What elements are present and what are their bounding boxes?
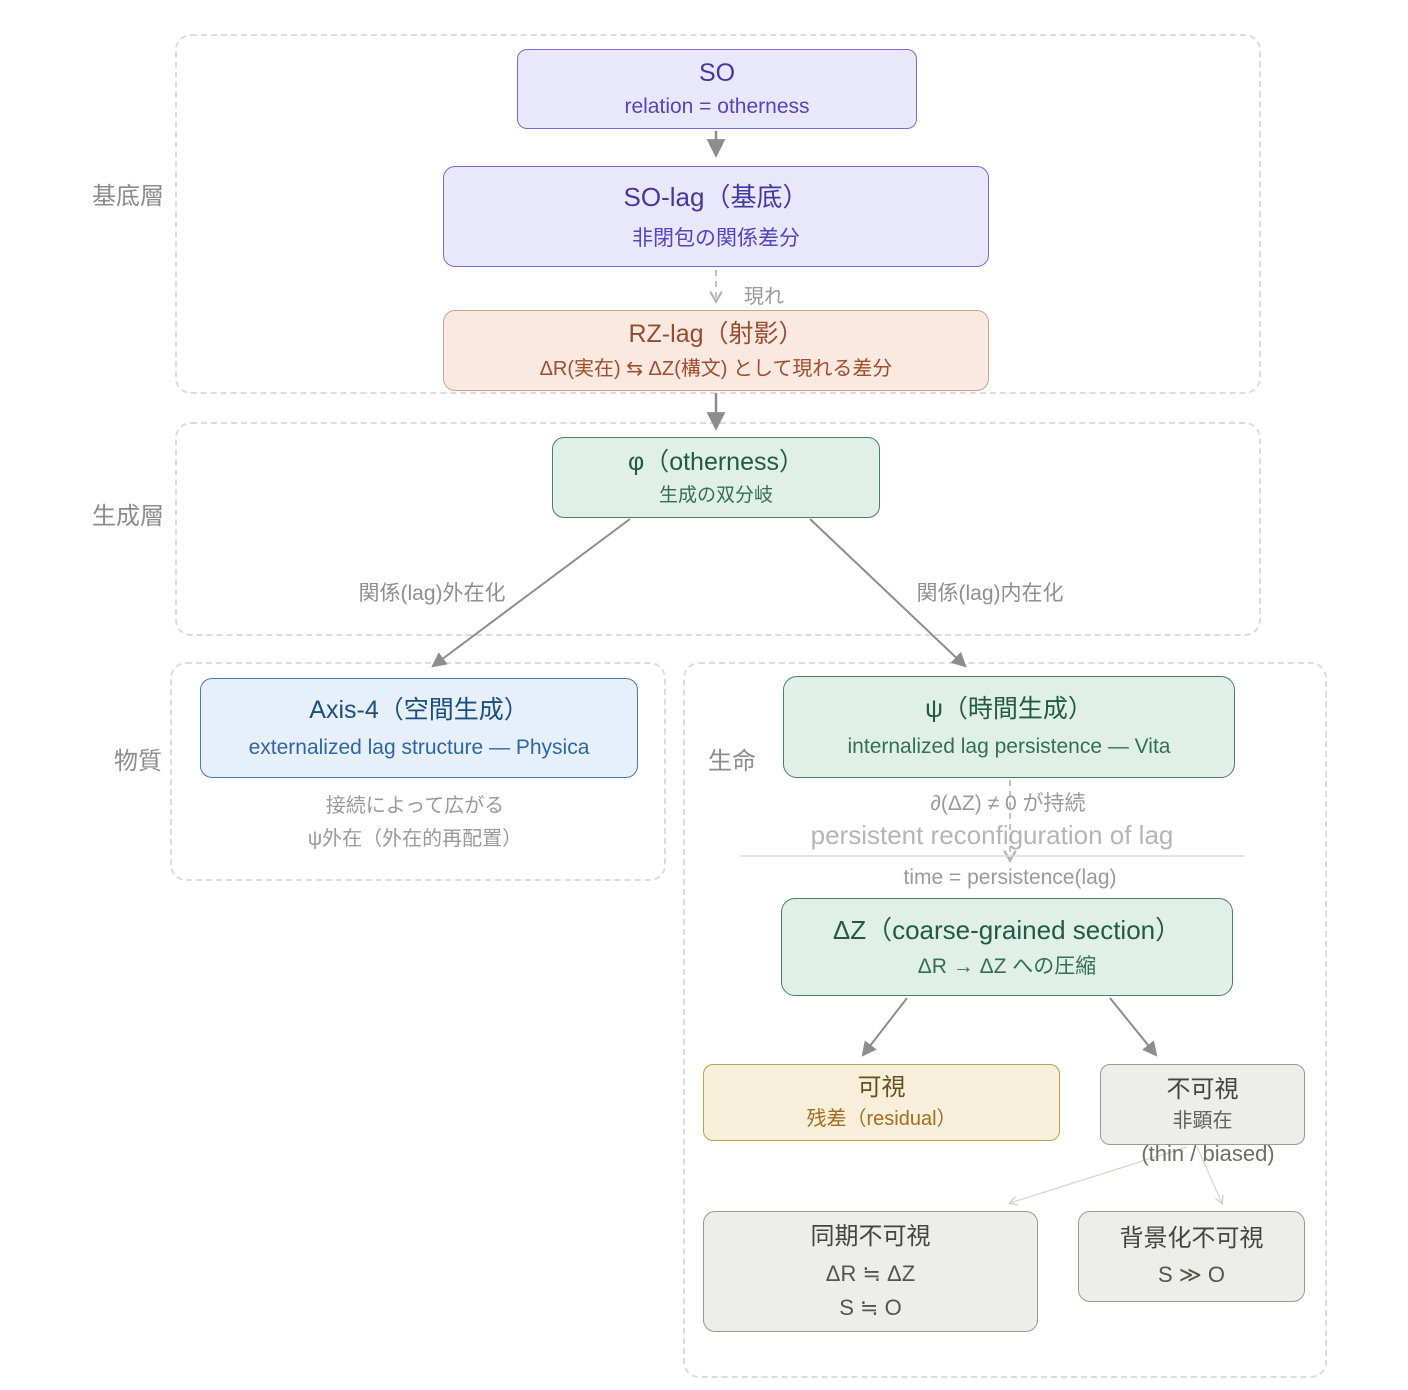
layer-base-container [175,34,1261,394]
edge-label-persistence-condition: ∂(ΔZ) ≠ 0 が持続 [930,792,1086,815]
node-delta-z: ΔZ（coarse-grained section） ΔR → ΔZ への圧縮 [781,898,1233,996]
node-so-title: SO [698,58,736,87]
node-axis4: Axis-4（空間生成） externalized lag structure … [200,678,638,778]
node-phi-subtitle: 生成の双分岐 [658,485,773,507]
edge-label-internalize: 関係(lag)内在化 [916,582,1064,605]
node-so: SO relation = otherness [517,49,917,129]
node-psi: ψ（時間生成） internalized lag persistence — V… [783,676,1235,778]
node-psi-title: ψ（時間生成） [925,694,1093,723]
node-phi: φ（otherness） 生成の双分岐 [552,437,880,518]
node-sync-invisible-formula2: S ≒ O [839,1295,902,1320]
node-visible-subtitle: 残差（residual） [806,1108,957,1130]
annotation-expand-by-connection: 接続によって広がる [325,795,505,817]
edge-label-persistent-reconfiguration: persistent reconfiguration of lag [810,820,1174,850]
node-so-lag-title: SO-lag（基底） [623,181,809,212]
edge-label-externalize: 関係(lag)外在化 [358,582,506,605]
node-backgrounded-invisible-title: 背景化不可視 [1119,1225,1264,1253]
node-invisible-subtitle: 非顕在 [1172,1110,1233,1132]
node-backgrounded-invisible-formula1: S ≫ O [1157,1262,1226,1288]
node-delta-z-subtitle: ΔR → ΔZ への圧縮 [917,955,1097,979]
layer-label-life: 生命 [708,748,756,775]
layer-life-container [683,662,1327,1378]
node-so-subtitle: relation = otherness [624,95,810,118]
edge-label-appear: 現れ [744,286,784,308]
layer-label-matter: 物質 [114,748,162,775]
node-sync-invisible-title: 同期不可視 [810,1222,931,1250]
node-axis4-subtitle: externalized lag structure — Physica [248,736,590,759]
node-invisible-title: 不可視 [1166,1076,1239,1103]
node-visible-title: 可視 [857,1074,906,1101]
invisible-note: (thin / biased) [1141,1141,1275,1166]
node-axis4-title: Axis-4（空間生成） [309,695,529,724]
node-sync-invisible-formula1: ΔR ≒ ΔZ [825,1260,916,1286]
node-backgrounded-invisible: 背景化不可視 S ≫ O [1078,1211,1305,1302]
node-so-lag-subtitle: 非閉包の関係差分 [632,227,800,251]
node-rz-lag-subtitle: ΔR(実在) ⇆ ΔZ(構文) として現れる差分 [539,357,893,380]
node-visible: 可視 残差（residual） [703,1064,1060,1141]
node-phi-title: φ（otherness） [627,448,804,476]
layer-label-base: 基底層 [92,183,164,210]
edge-label-time-equation: time = persistence(lag) [903,866,1117,889]
node-delta-z-title: ΔZ（coarse-grained section） [832,914,1182,945]
node-sync-invisible: 同期不可視 ΔR ≒ ΔZ S ≒ O [703,1211,1038,1332]
layer-matter-container [170,662,666,881]
layer-label-generation: 生成層 [92,503,164,530]
node-rz-lag-title: RZ-lag（射影） [628,320,804,349]
node-psi-subtitle: internalized lag persistence — Vita [847,735,1171,758]
node-so-lag: SO-lag（基底） 非閉包の関係差分 [443,166,989,267]
node-rz-lag: RZ-lag（射影） ΔR(実在) ⇆ ΔZ(構文) として現れる差分 [443,310,989,391]
annotation-psi-external: ψ外在（外在的再配置） [307,828,523,850]
node-invisible: 不可視 非顕在 [1100,1064,1305,1145]
